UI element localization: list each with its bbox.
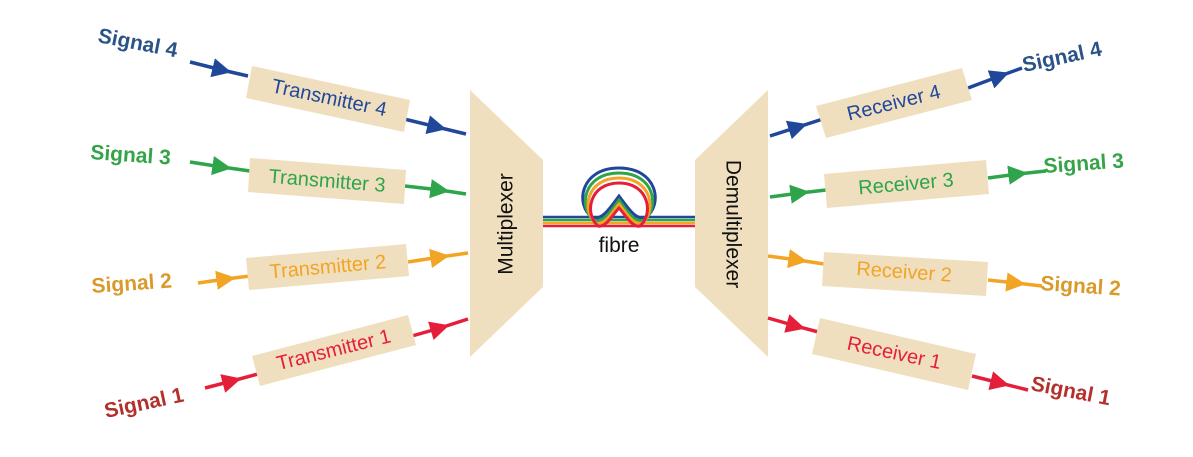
tx-signal-2-label: Signal 2 bbox=[91, 269, 173, 298]
receiver-1-box bbox=[812, 318, 976, 390]
rx-4-output-arrow bbox=[967, 66, 1023, 90]
tx-channel-3: Transmitter 3 Signal 3 bbox=[90, 141, 467, 204]
rx-1-input-arrow bbox=[767, 314, 823, 335]
tx-1-output-arrow bbox=[411, 317, 469, 341]
transmitter-3-box bbox=[248, 158, 406, 204]
fibre-coil bbox=[581, 166, 657, 228]
tx-4-output-arrow bbox=[399, 115, 467, 136]
receiver-4-box bbox=[816, 68, 972, 138]
transmitter-1-label: Transmitter 1 bbox=[274, 325, 393, 375]
rx-channel-4: Receiver 4 Signal 4 bbox=[769, 38, 1104, 140]
fibre-coil-blue bbox=[581, 166, 657, 220]
tx-channel-4: Transmitter 4 Signal 4 bbox=[96, 24, 467, 136]
fibre-cable: fibre bbox=[543, 166, 695, 257]
tx-4-input-arrow bbox=[189, 58, 249, 78]
tx-1-input-arrow bbox=[204, 372, 259, 393]
tx-signal-4-label: Signal 4 bbox=[96, 24, 180, 62]
transmitter-4-box bbox=[246, 66, 410, 132]
receiver-3-box bbox=[824, 160, 989, 208]
rx-3-output-arrow bbox=[987, 165, 1047, 185]
tx-3-output-arrow bbox=[404, 179, 467, 199]
rx-signal-1-label: Signal 1 bbox=[1029, 372, 1113, 410]
rx-2-output-arrow bbox=[987, 272, 1043, 292]
tx-channel-1: Transmitter 1 Signal 1 bbox=[102, 315, 469, 423]
receiver-2-box bbox=[822, 252, 988, 296]
fibre-label: fibre bbox=[599, 234, 640, 257]
tx-signal-1-label: Signal 1 bbox=[102, 384, 186, 423]
tx-2-output-arrow bbox=[407, 248, 469, 268]
fibre-coil-red bbox=[589, 181, 649, 228]
tx-channel-2: Transmitter 2 Signal 2 bbox=[91, 244, 469, 298]
transmitter-2-box bbox=[246, 244, 409, 290]
rx-signal-3-label: Signal 3 bbox=[1043, 149, 1125, 178]
multiplexer-label: Multiplexer bbox=[495, 173, 518, 275]
demultiplexer-label: Demultiplexer bbox=[721, 160, 744, 288]
rx-channel-2: Receiver 2 Signal 2 bbox=[767, 249, 1122, 301]
rx-2-input-arrow bbox=[767, 249, 825, 269]
transmitter-1-box bbox=[252, 315, 416, 386]
multiplexer-block bbox=[470, 90, 543, 357]
tx-2-input-arrow bbox=[197, 270, 251, 290]
tx-signal-3-label: Signal 3 bbox=[90, 141, 172, 170]
demultiplexer-block bbox=[695, 90, 768, 357]
rx-4-input-arrow bbox=[769, 116, 827, 140]
tx-3-input-arrow bbox=[189, 156, 251, 176]
rx-signal-4-label: Signal 4 bbox=[1020, 38, 1104, 77]
rx-channel-3: Receiver 3 Signal 3 bbox=[769, 149, 1125, 208]
rx-signal-2-label: Signal 2 bbox=[1040, 272, 1122, 301]
rx-1-output-arrow bbox=[971, 371, 1029, 392]
rx-3-input-arrow bbox=[769, 184, 827, 204]
rx-channel-1: Receiver 1 Signal 1 bbox=[767, 314, 1113, 410]
